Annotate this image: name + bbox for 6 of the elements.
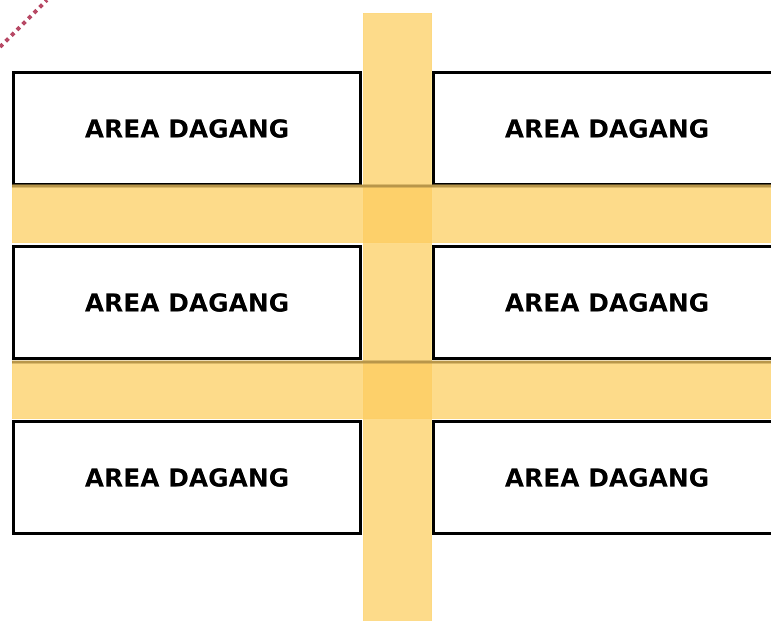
area-box: AREA DAGANG bbox=[12, 245, 362, 360]
area-box: AREA DAGANG bbox=[12, 420, 362, 535]
area-box: AREA DAGANG bbox=[12, 71, 362, 186]
area-box: AREA DAGANG bbox=[432, 71, 771, 186]
area-box: AREA DAGANG bbox=[432, 420, 771, 535]
area-box: AREA DAGANG bbox=[432, 245, 771, 360]
